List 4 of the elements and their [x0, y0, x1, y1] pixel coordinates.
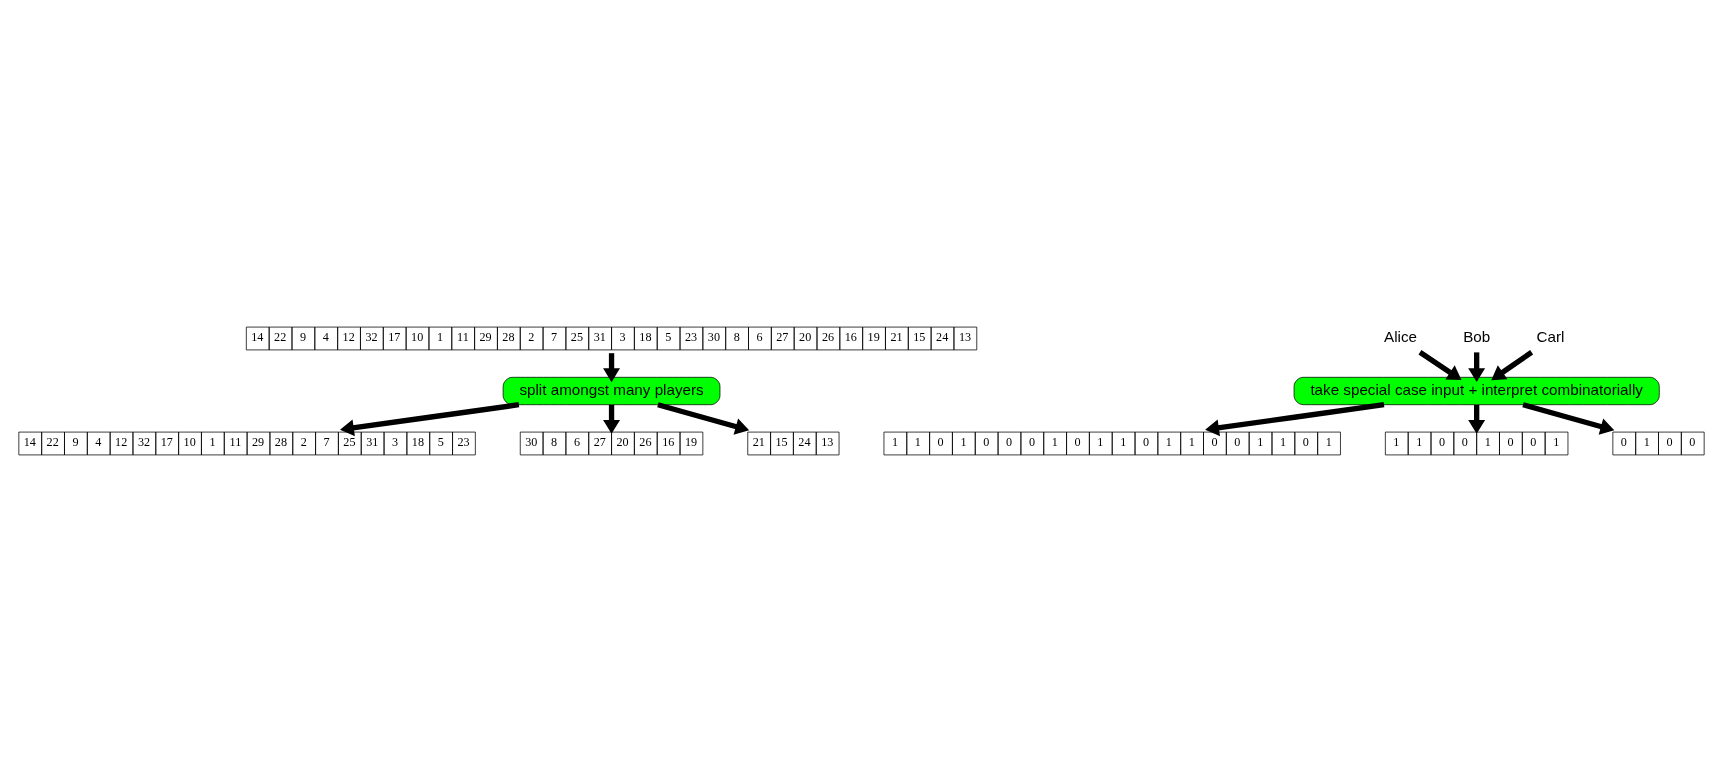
- node-text: Alice: [1384, 328, 1418, 346]
- node-text: Bob: [1463, 328, 1491, 346]
- node-text: 14 22 9 4 12 32 17 10 1 11 29 28 2 7 25 31 3 18 5 23 30 8 6 27 20 26 16 19 21 15 24 13: [251, 330, 972, 345]
- node-text: Carl: [1536, 328, 1565, 346]
